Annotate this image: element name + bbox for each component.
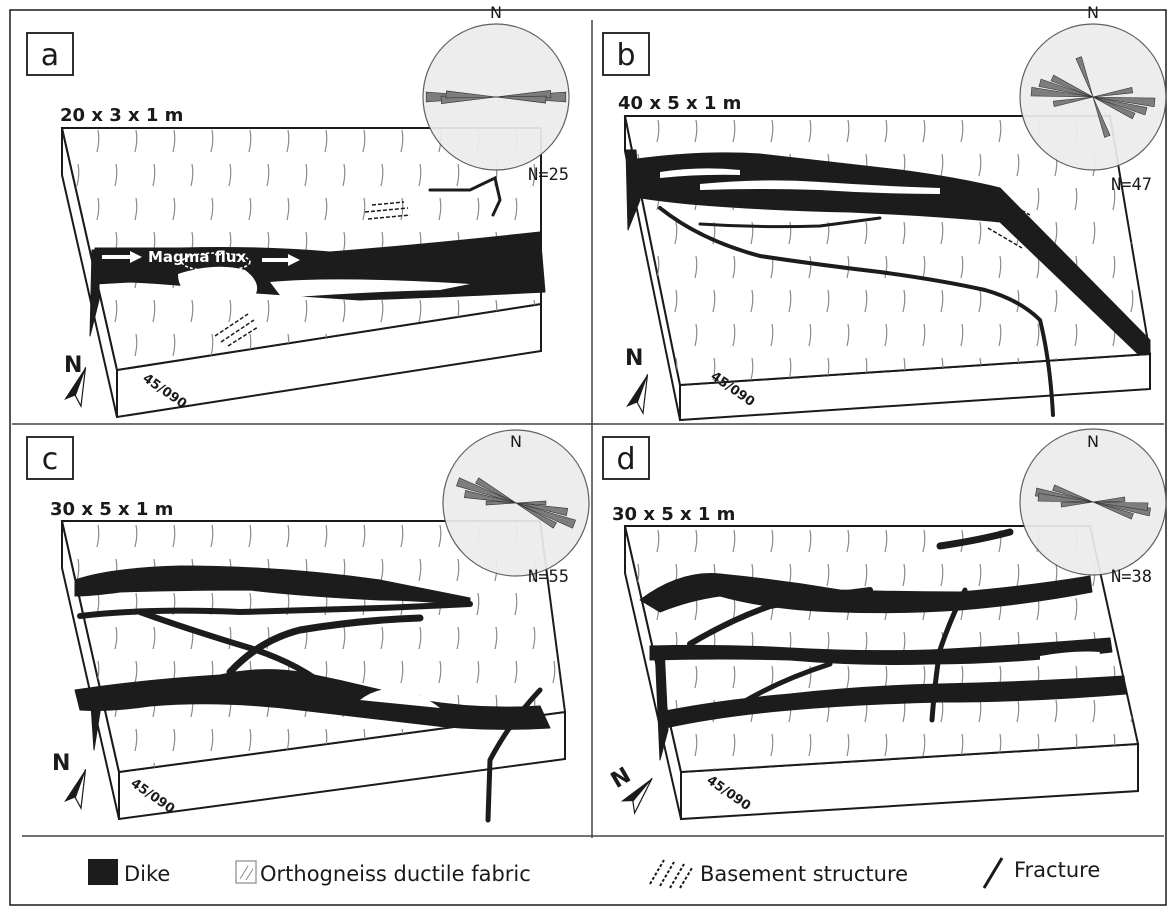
panel-a-magma-flux-label: Magma flux [148, 248, 247, 266]
legend-dike-swatch-icon [88, 859, 118, 885]
fabric-tick [619, 120, 621, 142]
fabric-tick [1151, 256, 1153, 278]
panel-b-north-arrow-icon [626, 371, 656, 413]
fabric-tick [637, 700, 639, 722]
fabric-tick [637, 768, 639, 790]
fabric-tick [619, 188, 621, 210]
panel-d-dimensions: 30 x 5 x 1 m [612, 504, 735, 525]
fabric-tick [59, 130, 61, 152]
panel-b-rose-diagram: N [1020, 3, 1166, 170]
fabric-tick [457, 368, 459, 390]
fabric-tick [533, 763, 535, 785]
panel-b-rose-north: N [1087, 3, 1099, 22]
fabric-tick [59, 729, 61, 751]
panel-b-n-count: N=47 [1111, 175, 1152, 195]
panel-b-dimensions: 40 x 5 x 1 m [618, 93, 741, 114]
panel-b-north-label: N [625, 346, 643, 371]
panel-c-dike-tail [90, 690, 100, 750]
panel-a-rose-diagram: N [423, 3, 569, 170]
fabric-tick [553, 593, 555, 615]
fabric-tick [619, 324, 621, 346]
panel-d-n-count: N=38 [1111, 567, 1152, 587]
panel-d-north-label: N [607, 763, 635, 794]
legend-basement-label: Basement structure [700, 862, 908, 886]
panel-c-rose-north: N [510, 432, 522, 451]
legend-basement-icon [650, 860, 692, 888]
panel-c: c 30 x 5 x 1 m N N=55 N 45/090 [27, 430, 589, 820]
fabric-tick [619, 666, 621, 688]
fabric-tick [619, 256, 621, 278]
fabric-tick [59, 266, 61, 288]
panel-d: d 30 x 5 x 1 m N N=38 N 45/090 [603, 429, 1166, 819]
legend: Dike Orthogneiss ductile fabric Basement… [88, 858, 1100, 888]
panel-a-rose-north: N [490, 3, 502, 22]
panel-d-label: d [616, 442, 635, 477]
panel-c-north-label: N [52, 751, 70, 776]
legend-dike-label: Dike [124, 862, 170, 886]
fabric-tick [619, 598, 621, 620]
panel-c-dimensions: 30 x 5 x 1 m [50, 499, 173, 520]
fabric-tick [657, 324, 659, 346]
fabric-tick [1151, 324, 1153, 346]
fabric-tick [619, 530, 621, 552]
panel-a-dimensions: 20 x 3 x 1 m [60, 105, 183, 126]
fabric-tick [59, 525, 61, 547]
panel-d-rose-diagram: N [1020, 429, 1166, 575]
panel-a-n-count: N=25 [528, 165, 569, 185]
fabric-tick [637, 290, 639, 312]
fabric-tick [619, 734, 621, 756]
fabric-tick [59, 334, 61, 356]
fabric-tick [59, 593, 61, 615]
panel-a: a 20 x 3 x 1 m Magma flux N N=25 [27, 3, 569, 417]
fabric-tick [59, 198, 61, 220]
panel-c-label: c [42, 442, 59, 477]
panel-d-rose-north: N [1087, 432, 1099, 451]
panel-a-label: a [41, 38, 59, 73]
fabric-tick [1113, 598, 1115, 620]
fabric-tick [495, 368, 497, 390]
fabric-tick [533, 368, 535, 390]
fabric-tick [77, 300, 79, 322]
panel-c-n-count: N=55 [528, 567, 569, 587]
fabric-tick [419, 368, 421, 390]
legend-fracture-icon [984, 858, 1002, 888]
fabric-tick [1131, 632, 1133, 654]
panel-c-rose-diagram: N [443, 430, 589, 576]
fabric-tick [637, 222, 639, 244]
legend-fracture-label: Fracture [1014, 858, 1100, 882]
panel-b-label: b [616, 38, 635, 73]
panel-a-north-label: N [64, 353, 82, 378]
panel-b: b 40 x 5 x 1 m N N=47 N 45/090 [603, 3, 1166, 420]
legend-fabric-label: Orthogneiss ductile fabric [260, 862, 531, 886]
fabric-tick [59, 661, 61, 683]
